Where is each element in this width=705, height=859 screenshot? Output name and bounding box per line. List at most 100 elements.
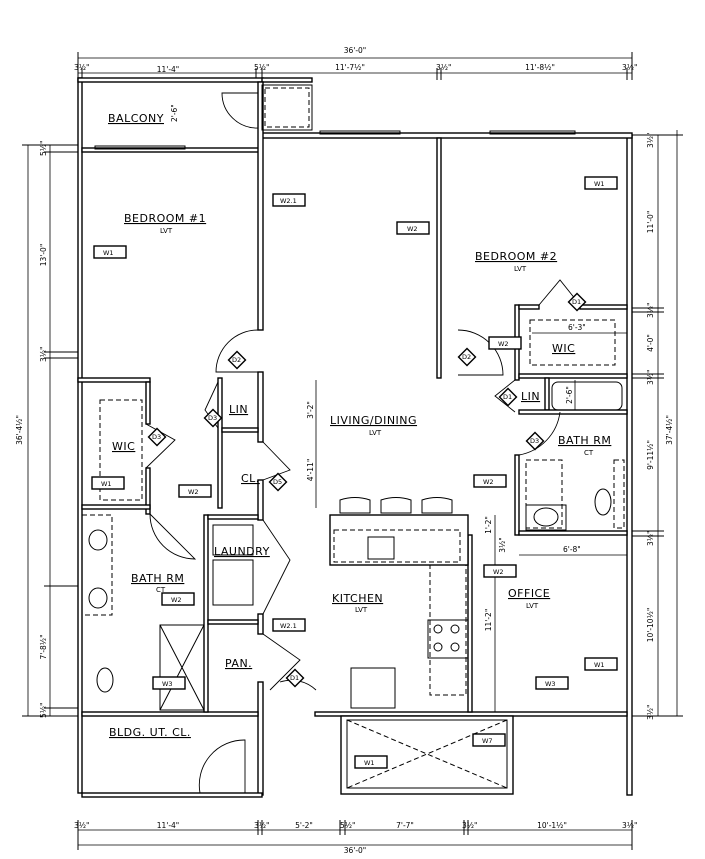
wall-tag: W2 — [161, 592, 195, 606]
door-tag: D2 — [227, 350, 247, 370]
plan-label: 11'-2" — [484, 609, 493, 632]
dim-overall-top: 36'-0" — [344, 46, 367, 55]
dim-right: 11'-0" — [646, 211, 655, 234]
wall-tag: W2.1 — [272, 618, 306, 632]
dim-right: 3½" — [646, 705, 655, 721]
plan-label: W2.1 — [280, 622, 297, 630]
walls — [77, 77, 633, 798]
dim-top: 3½" — [622, 63, 638, 72]
door-tag: D5 — [268, 472, 288, 492]
wall-tag: W3 — [535, 676, 569, 690]
door-tag: D3 — [525, 431, 545, 451]
dim-bottom: 5½" — [340, 821, 356, 830]
plan-label: W1 — [101, 480, 112, 488]
plan-label: 1'-2" — [484, 516, 493, 534]
plan-label: W2 — [407, 225, 418, 233]
room-pantry: PAN. — [225, 657, 252, 670]
plan-label: W1 — [594, 661, 605, 669]
wall-tag: W1 — [584, 657, 618, 671]
dim-top: 11'-7½" — [335, 63, 365, 72]
plan-label: D1 — [572, 298, 581, 306]
wall-tag: W2 — [483, 564, 517, 578]
dim-right: 3½" — [646, 303, 655, 319]
plan-label: W1 — [103, 249, 114, 257]
wall-tag: W3 — [152, 676, 186, 690]
door-tag: D1 — [567, 292, 587, 312]
plan-label: W3 — [162, 680, 173, 688]
dim-bottom: 5'-2" — [295, 821, 313, 830]
room-lin-left: LIN — [229, 403, 248, 416]
wall-tag: W2.1 — [272, 193, 306, 207]
room-labels: BALCONY 2'-6" BEDROOM #1 LVT BEDROOM #2 … — [108, 104, 611, 739]
room-wic-right: WIC — [552, 342, 575, 355]
wall-tag: W2 — [473, 474, 507, 488]
door-tag: D3 — [203, 408, 223, 428]
room-wic-left: WIC — [112, 440, 135, 453]
room-bedroom2: BEDROOM #2 — [475, 250, 557, 263]
dim-left: 5½" — [39, 703, 48, 719]
plan-label: 3½" — [498, 537, 507, 553]
windows — [94, 84, 576, 150]
room-bath-right: BATH RM — [558, 434, 611, 447]
plan-label: 3'-2" — [306, 401, 315, 419]
plan-label: D2 — [462, 353, 471, 361]
door-tag: D3 — [147, 427, 167, 447]
dim-top: 11'-8½" — [525, 63, 555, 72]
dim-right: 9'-11½" — [646, 440, 655, 470]
plan-label: W2 — [493, 568, 504, 576]
plan-label: W1 — [594, 180, 605, 188]
dim-overall-bottom: 36'-0" — [344, 846, 367, 855]
dim-right: 10'-10½" — [646, 608, 655, 643]
plan-label: D1 — [503, 393, 512, 401]
dim-bottom: 3½" — [74, 821, 90, 830]
room-bath-left: BATH RM — [131, 572, 184, 585]
room-living: LIVING/DINING — [330, 414, 417, 427]
wall-tag: W1 — [584, 176, 618, 190]
dim-right: 3½" — [646, 370, 655, 386]
dim-right: 3½" — [646, 531, 655, 547]
plan-label: W3 — [545, 680, 556, 688]
doors — [145, 92, 581, 794]
plan-label: D5 — [273, 478, 282, 486]
room-balcony: BALCONY — [108, 112, 164, 125]
room-office: OFFICE — [508, 587, 550, 600]
plan-label: W2 — [483, 478, 494, 486]
door-tags: D2 D3 D5 D3 D1 D1 D3 D2 D1 — [147, 292, 587, 688]
dim-top: 3½" — [74, 63, 90, 72]
finish-bedroom2: LVT — [514, 265, 527, 273]
finish-bath-left: CT — [156, 586, 166, 594]
dim-left: 7'-8½" — [39, 634, 48, 659]
dim-left: 13'-0" — [39, 244, 48, 267]
dim-left: 3½" — [39, 347, 48, 363]
room-bldg-ut-cl: BLDG. UT. CL. — [109, 726, 191, 739]
door-tag: D1 — [498, 387, 518, 407]
plan-label: 2'-6" — [565, 386, 574, 404]
room-laundry: LAUNDRY — [214, 545, 270, 558]
dim-bottom: 7'-7" — [396, 821, 414, 830]
door-tag: D2 — [457, 347, 477, 367]
dim-right: 4'-0" — [646, 334, 655, 352]
wall-tag: W7 — [472, 733, 506, 747]
wall-tag: W1 — [91, 476, 125, 490]
balcony-dim: 2'-6" — [170, 104, 179, 122]
dim-bottom: 10'-1½" — [537, 821, 567, 830]
wall-tag: W2 — [488, 336, 522, 350]
dim-bottom: 3½" — [622, 821, 638, 830]
wall-tag: W1 — [93, 245, 127, 259]
dim-overall-left: 36'-4½" — [15, 415, 24, 445]
finish-kitchen: LVT — [355, 606, 368, 614]
plan-label: W2 — [171, 596, 182, 604]
wall-tag: W1 — [354, 755, 388, 769]
fixtures — [81, 319, 625, 795]
plan-label: W2.1 — [280, 197, 297, 205]
wall-tag: W2 — [178, 484, 212, 498]
finish-office: LVT — [526, 602, 539, 610]
plan-label: D1 — [290, 674, 299, 682]
dim-top: 3½" — [436, 63, 452, 72]
wall-tag: W2 — [396, 221, 430, 235]
plan-label: 6'-3" — [568, 323, 586, 332]
finish-living: LVT — [369, 429, 382, 437]
dim-bottom: 3½" — [462, 821, 478, 830]
dimension-lines: 36'-0" 36'-0" 36'-4½" 37'-4½" 3½" 11'-4"… — [15, 46, 683, 855]
